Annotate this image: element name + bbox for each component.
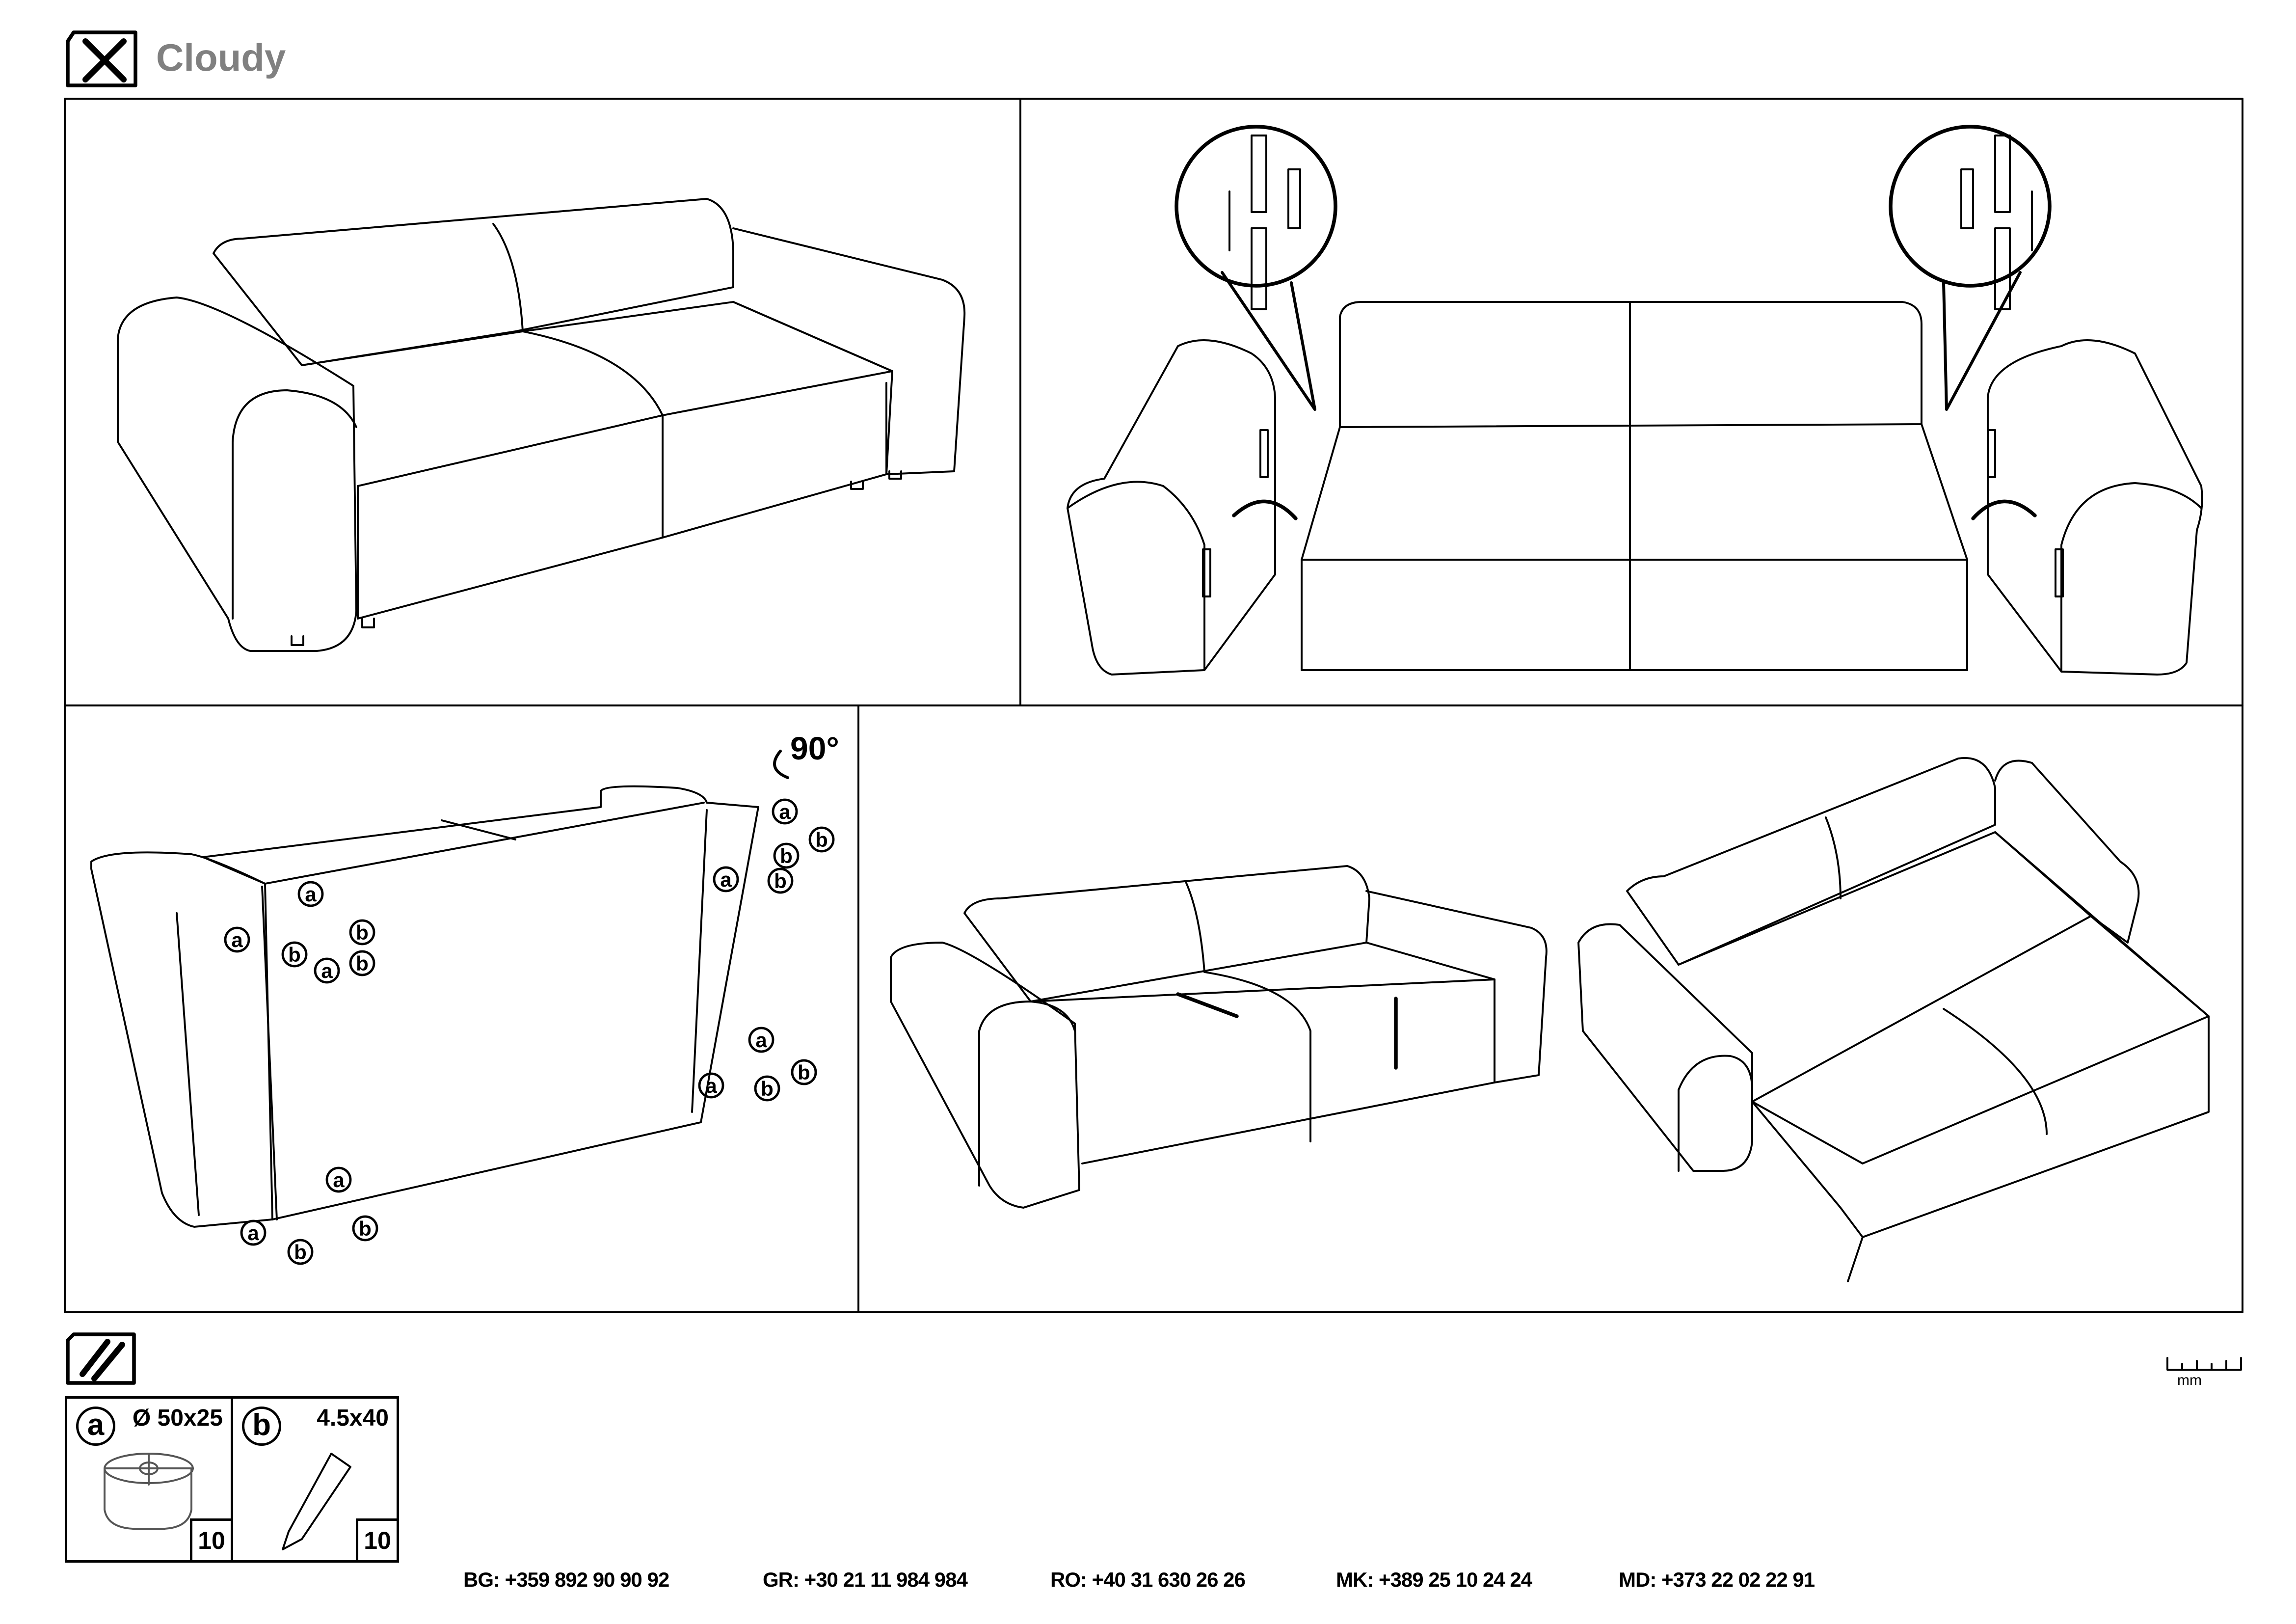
phone-number: +40 31 630 26 26 [1092,1568,1246,1591]
leg-drawing [104,1453,194,1530]
phone-bg: BG: +359 892 90 90 92 [463,1568,669,1592]
product-title: Cloudy [156,36,286,79]
bracket-detail [1228,135,2033,310]
label-b: b [798,1061,810,1084]
country-code: GR: [763,1568,800,1591]
label-a: a [231,928,243,951]
phone-number: +373 22 02 22 91 [1661,1568,1815,1591]
ruler-icon [2166,1357,2242,1371]
label-a: a [305,883,317,906]
phone-number: +389 25 10 24 24 [1378,1568,1532,1591]
tools-icon [66,30,137,87]
screws-icon [66,1332,136,1385]
part-dimension: Ø 50x25 [132,1405,223,1431]
label-b: b [761,1077,774,1100]
phone-number: +30 21 11 984 984 [804,1568,968,1591]
part-letter: a [76,1407,115,1446]
part-quantity: 10 [356,1518,397,1560]
ruler-unit: mm [2177,1372,2202,1388]
label-a: a [321,959,333,982]
phone-ro: RO: +40 31 630 26 26 [1050,1568,1246,1592]
label-b: b [774,869,787,893]
phone-mk: MK: +389 25 10 24 24 [1336,1568,1532,1592]
parts-list: a Ø 50x25 10 b 4.5x40 10 [65,1396,399,1563]
label-a: a [755,1029,767,1052]
part-quantity: 10 [190,1518,231,1560]
country-code: MD: [1619,1568,1656,1591]
label-b: b [356,921,369,944]
part-dimension: 4.5x40 [317,1405,389,1431]
country-code: RO: [1050,1568,1087,1591]
country-code: BG: [463,1568,500,1591]
step3-legs: a a b a b b a b b a b a b a b a a b b [90,749,835,1265]
label-a: a [333,1168,345,1191]
leg-markers [224,798,835,1265]
label-a: a [720,868,732,891]
phone-number: +359 892 90 90 92 [505,1568,670,1591]
part-letter: b [242,1407,281,1446]
label-a: a [705,1074,717,1097]
country-code: MK: [1336,1568,1374,1591]
label-a: a [779,800,791,823]
label-b: b [780,844,793,867]
screw-drawing [282,1453,351,1550]
label-b: b [288,943,301,966]
label-b: b [294,1241,307,1264]
label-b: b [815,828,828,851]
part-b: b 4.5x40 10 [233,1399,397,1560]
label-b: b [356,952,369,975]
part-a: a Ø 50x25 10 [67,1399,233,1560]
step1-sofa [117,198,966,652]
label-a: a [247,1221,259,1245]
step4-sofa-unfold [890,757,2210,1282]
step2-exploded-sofa [1067,125,2203,676]
leg-marker-labels: a a b a b b a b b a b a b a b a a b b [231,800,828,1264]
phone-md: MD: +373 22 02 22 91 [1619,1568,1815,1592]
rotate-90-label: 90° [790,730,839,766]
panel-frames [64,98,2243,1313]
phone-gr: GR: +30 21 11 984 984 [763,1568,968,1592]
label-b: b [359,1217,372,1240]
